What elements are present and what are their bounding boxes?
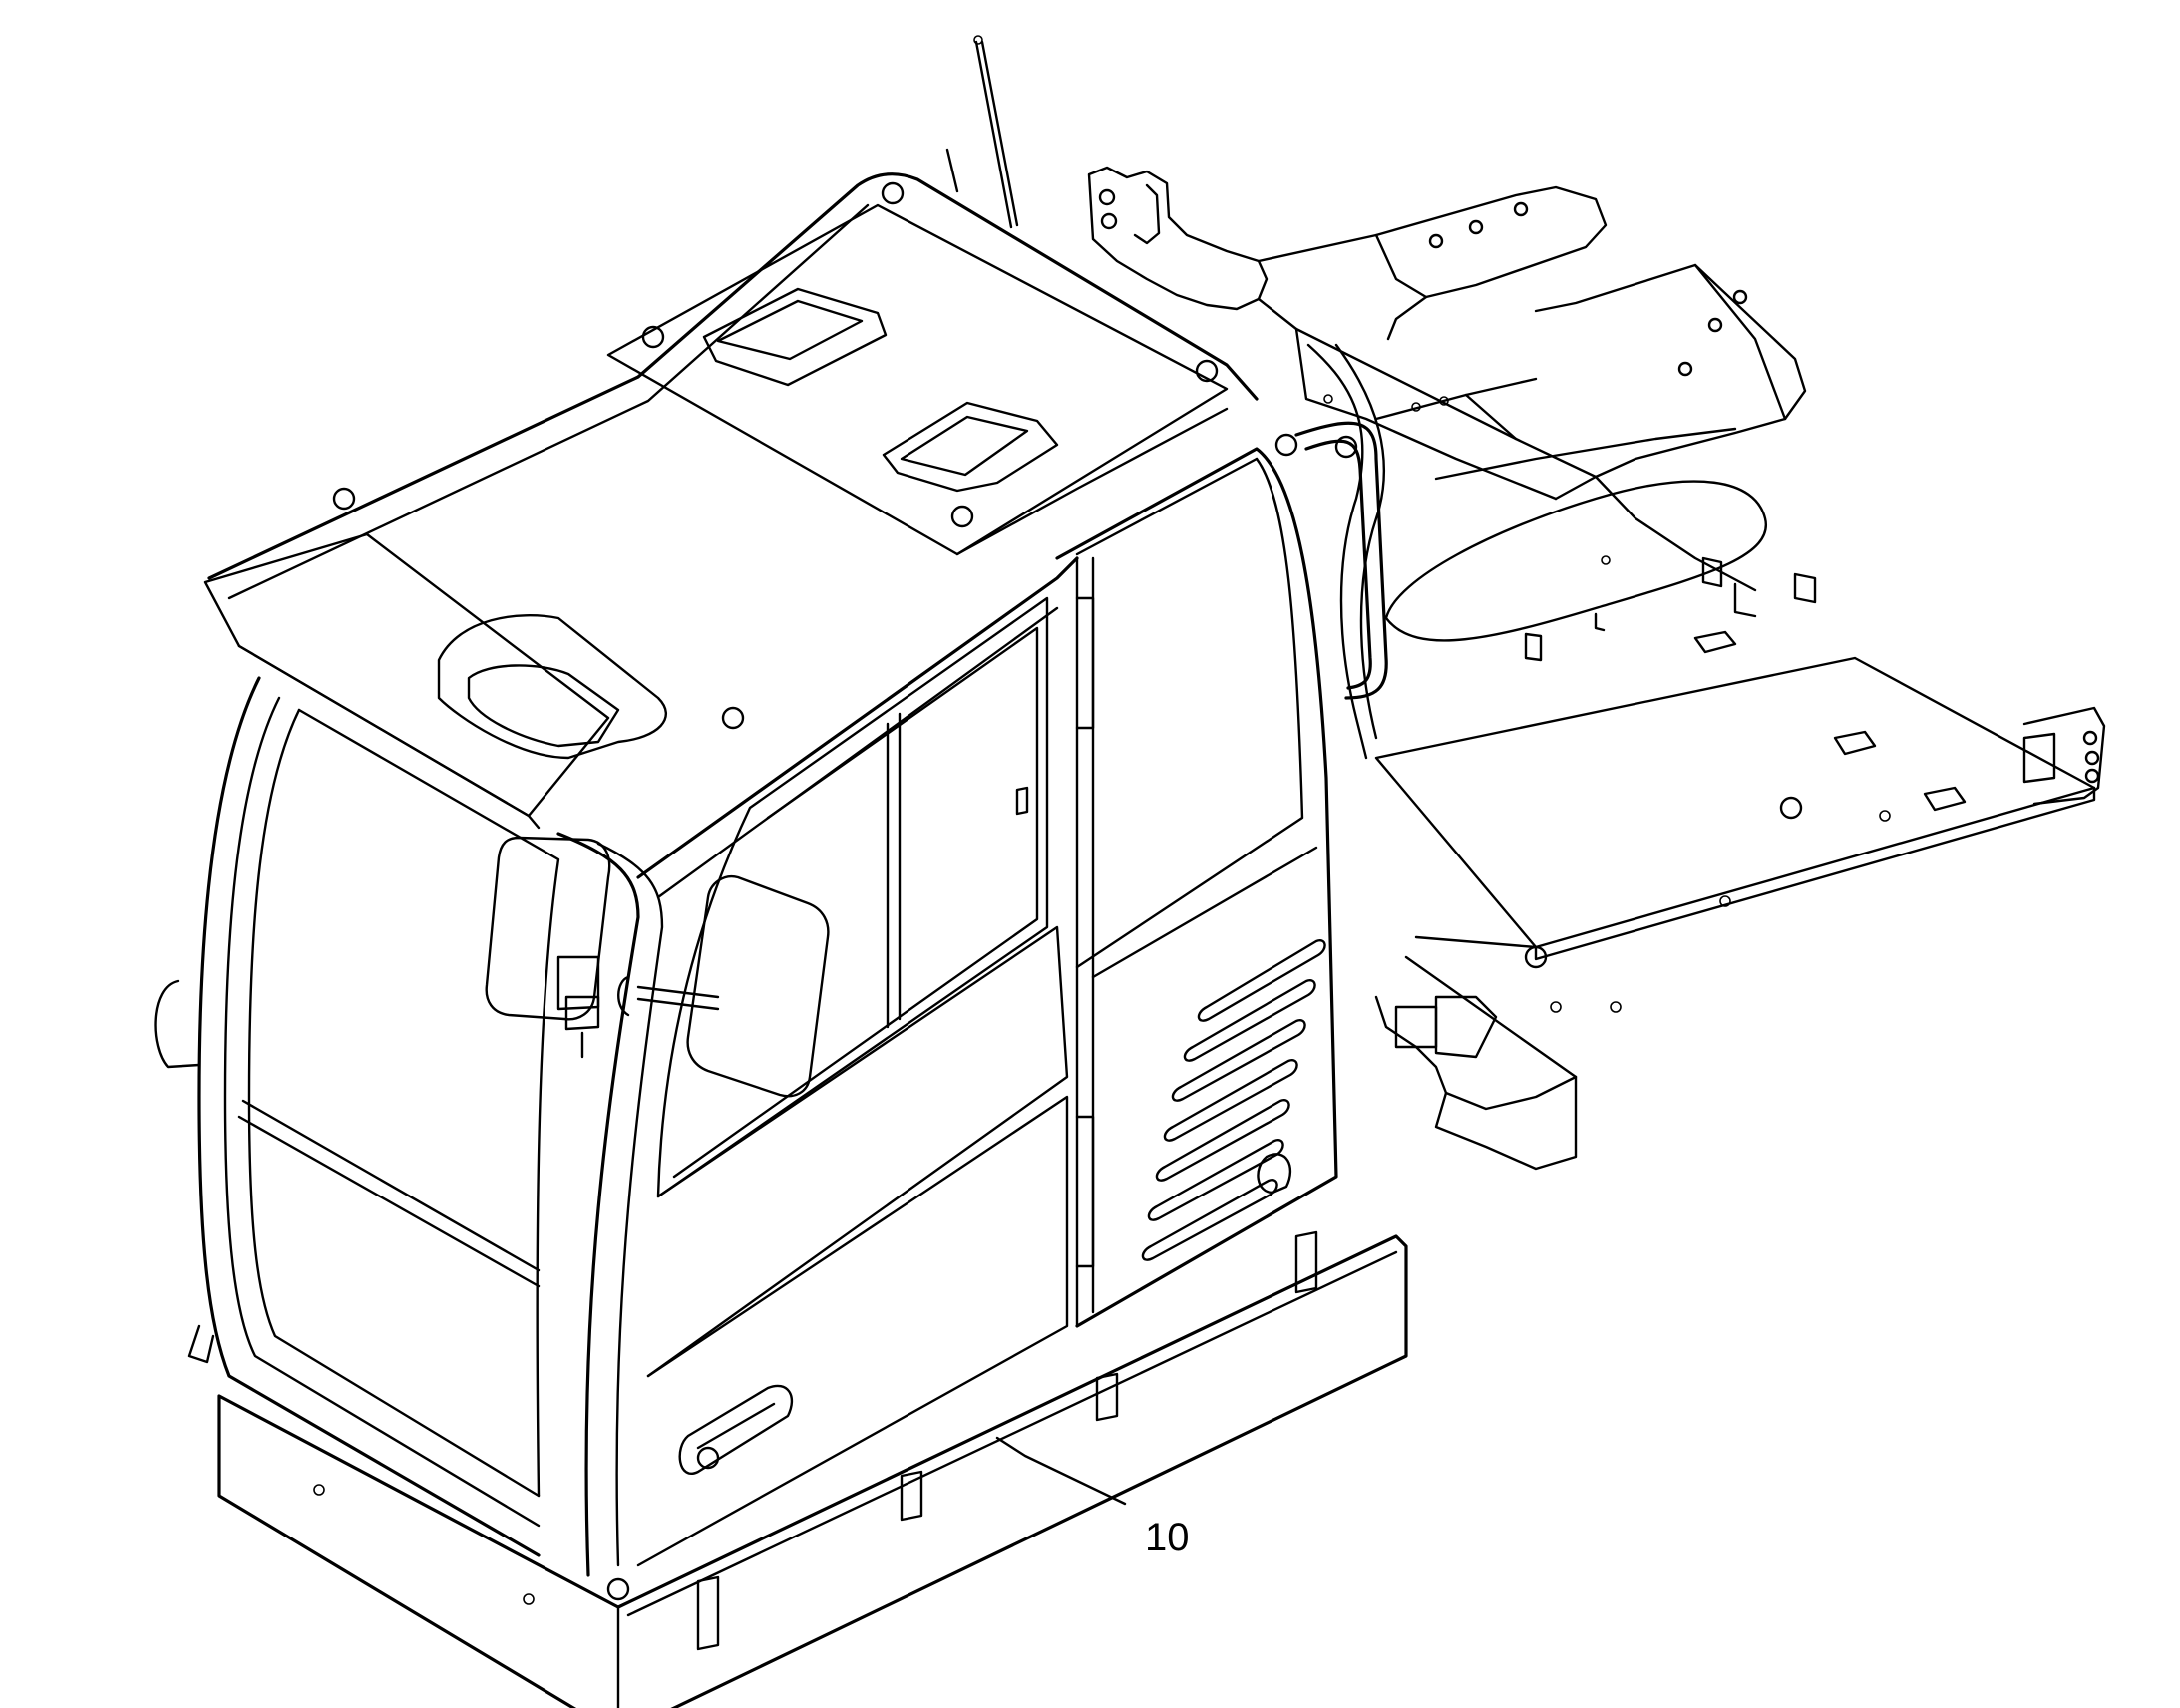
frame-assembly [1087,166,2106,1171]
mirror-right [686,874,830,1098]
operator-cab [154,35,1408,1708]
work-light [154,979,201,1069]
cab-door [1055,447,1338,1328]
grab-handle [678,1384,794,1475]
door-louvers [1141,939,1326,1261]
skylight [437,614,667,760]
sun-visor [203,532,610,818]
side-window [656,596,1049,1198]
windshield-frame [197,676,541,1557]
mirror-left [485,836,611,1021]
roof-hatch-2 [882,401,1059,493]
roof-hatch-1 [702,287,888,387]
windshield-pane [297,708,560,1498]
door-handle [1257,1153,1292,1195]
callout-10-leader [995,1436,1127,1506]
antenna [974,40,1013,229]
callout-label-10: 10 [1145,1516,1190,1559]
handrail [1274,421,1388,700]
